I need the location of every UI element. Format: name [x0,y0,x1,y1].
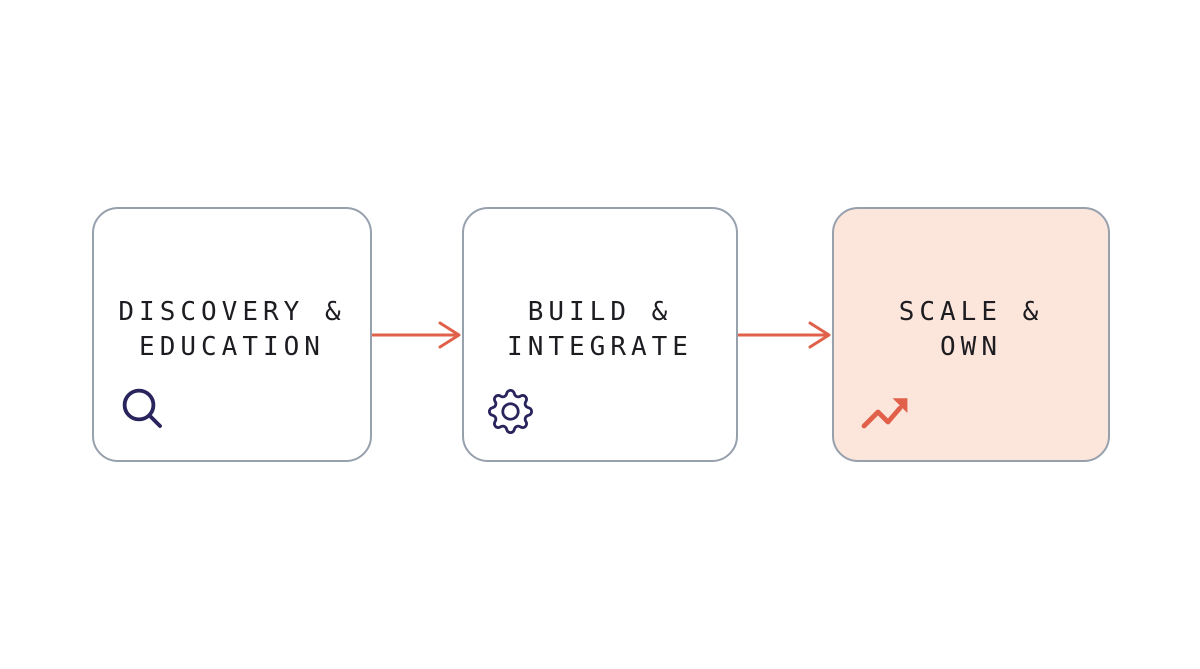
step-label: SCALE & OWN [834,295,1108,365]
step-label-line2: EDUCATION [139,332,325,362]
flow-arrow-2 [738,321,831,349]
step-box-scale-own: SCALE & OWN [832,207,1110,462]
step-label: DISCOVERY & EDUCATION [94,295,370,365]
step-label-line2: INTEGRATE [507,332,693,362]
step-label-line1: SCALE & [898,297,1044,327]
magnifier-icon [122,388,162,428]
trending-up-icon [861,398,908,429]
step-box-build-integrate: BUILD & INTEGRATE [462,207,738,462]
step-label-line1: DISCOVERY & [118,297,346,327]
step-label-line2: OWN [940,332,1002,362]
step-label-line1: BUILD & [527,297,673,327]
step-box-discovery-education: DISCOVERY & EDUCATION [92,207,372,462]
flow-arrow-1 [372,321,461,349]
step-label: BUILD & INTEGRATE [464,295,736,365]
gear-icon [488,389,533,434]
